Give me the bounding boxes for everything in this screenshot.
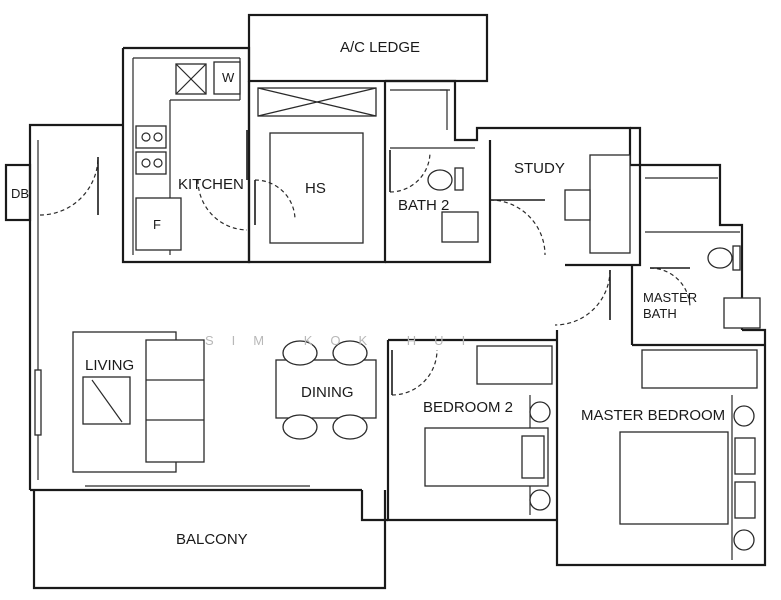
hs-storage-box (269, 132, 364, 244)
label-bath2: BATH 2 (398, 197, 449, 214)
hob-2-burner (141, 158, 151, 168)
label-bedroom2: BEDROOM 2 (423, 399, 513, 416)
dining-chair-2 (332, 340, 368, 366)
dining-chair-4 (332, 414, 368, 440)
fixtures (82, 61, 761, 551)
master-pillow-1 (734, 437, 756, 475)
study-right-wall (565, 126, 642, 267)
dining-table-icon (275, 359, 377, 419)
hob-2-icon (135, 151, 167, 175)
sofa-icon (145, 339, 205, 463)
label-balcony: BALCONY (176, 531, 248, 548)
bedroom2-pillow (521, 435, 545, 479)
label-kitchen: KITCHEN (178, 176, 244, 193)
label-master-bath-line2: BATH (643, 306, 677, 321)
bedroom2-wardrobe (476, 345, 553, 385)
exterior-walls (4, 13, 767, 590)
bath2-bottom-wall (385, 140, 492, 264)
bath2-door-swing (389, 151, 431, 193)
master-bed-icon (619, 431, 729, 525)
hob-1-icon (135, 125, 167, 149)
hob-1-burner (141, 132, 151, 142)
label-washer: W (222, 70, 235, 85)
washer-cross2 (175, 63, 207, 95)
balcony-walls (32, 490, 387, 590)
washing-machine (213, 61, 241, 95)
hob-2-burner-2 (153, 158, 163, 168)
living-window (34, 369, 42, 436)
master-side-table-2 (733, 529, 755, 551)
bedroom2-door-swing (391, 349, 438, 396)
study-desk (589, 154, 631, 254)
label-dining: DINING (301, 384, 354, 401)
main-door-swing (39, 156, 99, 216)
label-master-bedroom: MASTER BEDROOM (581, 407, 725, 424)
room-labels: A/C LEDGE KITCHEN HS BATH 2 STUDY DB MAS… (11, 39, 725, 548)
tv-glare (91, 379, 123, 423)
label-fridge: F (153, 217, 161, 232)
bath2-basin-icon (441, 211, 479, 243)
master-bedroom-door-swing (554, 269, 611, 326)
hs-walls (247, 81, 387, 264)
bedroom2-side-table-2 (529, 489, 551, 511)
master-bath-door-swing (649, 267, 691, 309)
hs-door-swing (254, 179, 296, 221)
label-db: DB (11, 186, 29, 201)
bath2-toilet-icon (427, 169, 453, 191)
doors (39, 130, 691, 396)
dining-chair-3 (282, 414, 318, 440)
hs-shelf-cross2 (257, 87, 377, 117)
bath2-shower-rail (440, 89, 448, 130)
master-bedroom-walls (555, 328, 767, 567)
master-toilet-icon (707, 247, 733, 269)
label-master-bath-line1: MASTER (643, 290, 697, 305)
db-box (4, 163, 32, 222)
column-edge (360, 490, 388, 522)
master-basin-icon (723, 297, 761, 329)
master-bath-top-wall (630, 163, 744, 330)
label-ac-ledge: A/C LEDGE (340, 39, 420, 56)
living-left-wall (28, 123, 123, 490)
master-pillow-2 (734, 481, 756, 519)
dining-chair-1 (282, 340, 318, 366)
study-chair (564, 189, 591, 221)
label-study: STUDY (514, 160, 565, 177)
bath2-study-top-wall (385, 79, 632, 165)
study-door-swing (489, 199, 546, 256)
master-side-table-1 (733, 405, 755, 427)
bedroom2-side-table-1 (529, 401, 551, 423)
bath2-toilet-tank (454, 167, 464, 191)
master-wardrobe (641, 349, 758, 389)
label-living: LIVING (85, 357, 134, 374)
watermark-text: SIM KOK HUI (205, 333, 483, 348)
label-hs: HS (305, 180, 326, 197)
kitchen-door-swing (197, 179, 248, 231)
master-toilet-tank (732, 245, 741, 271)
fridge-icon (135, 197, 182, 251)
hob-1-burner-2 (153, 132, 163, 142)
